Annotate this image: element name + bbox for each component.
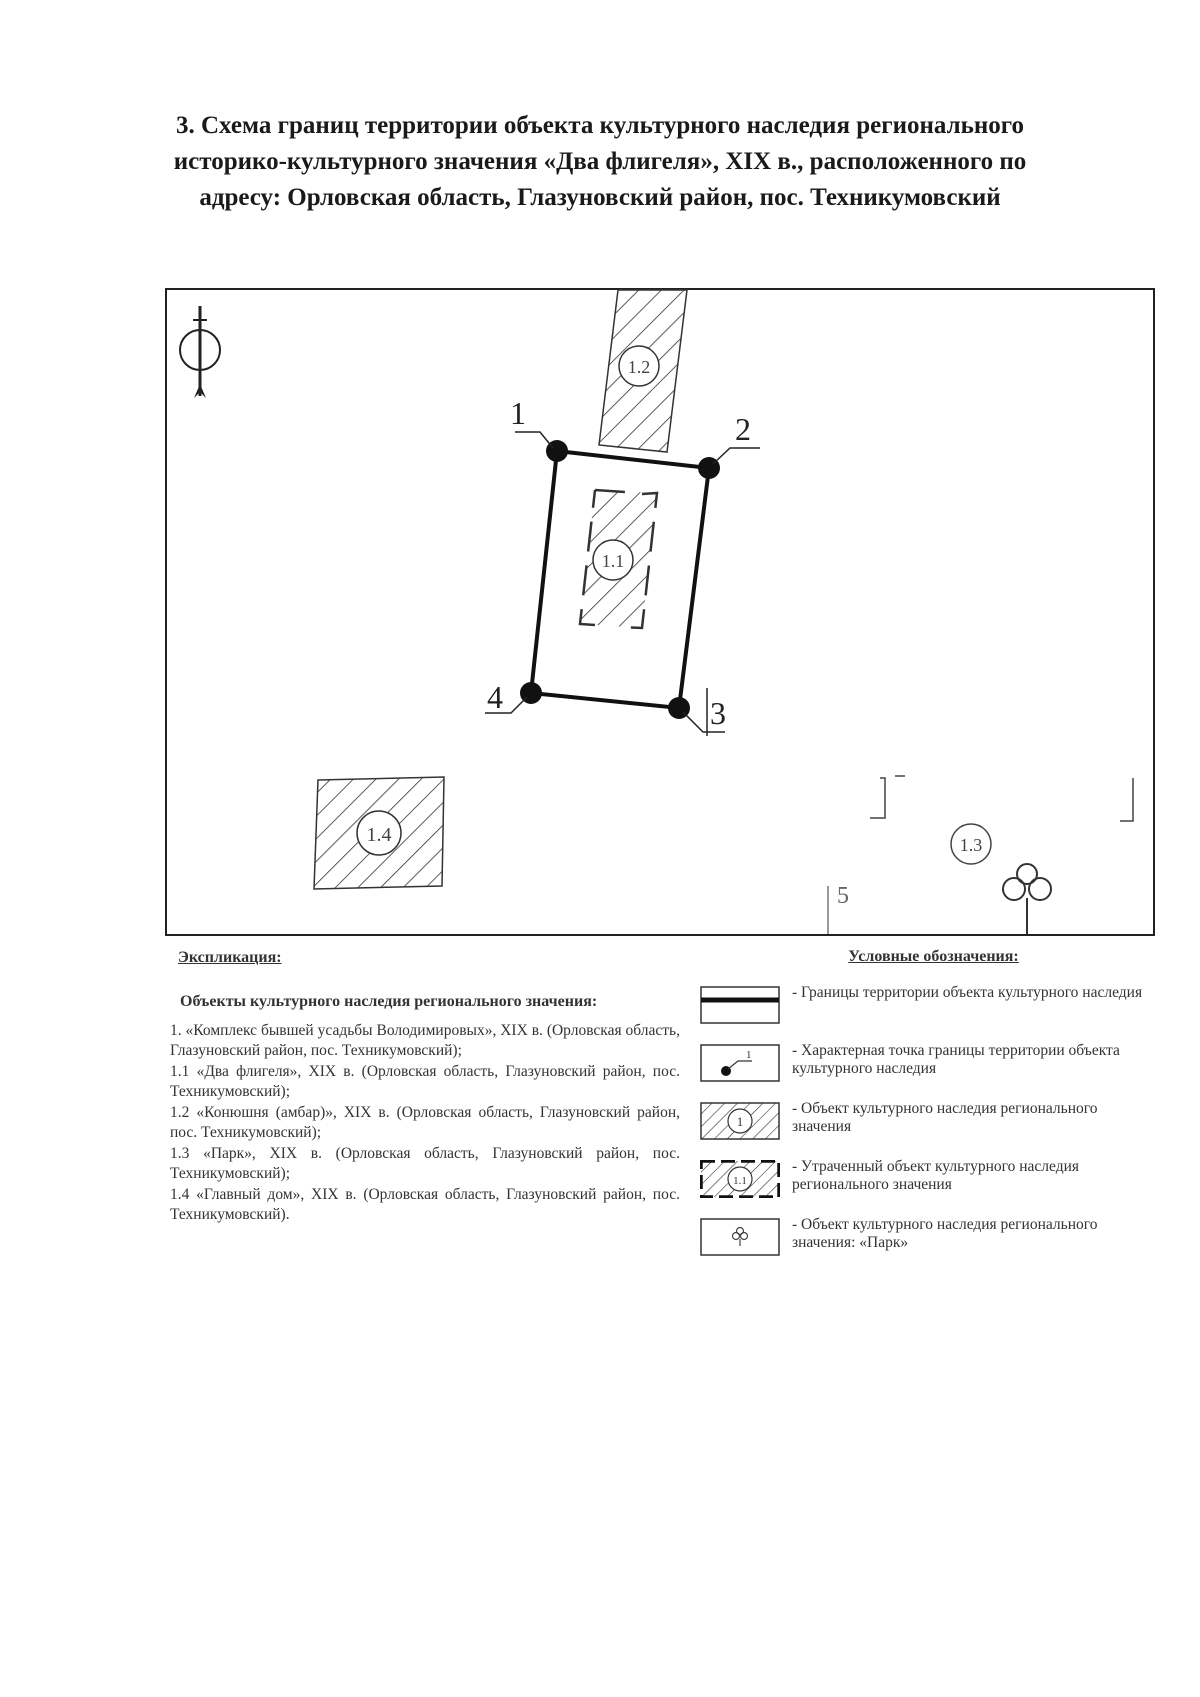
title-line-2: историко-культурного значения «Два флиге… bbox=[173, 148, 1027, 175]
legend-text: - Характерная точка границы территории о… bbox=[792, 1042, 1120, 1077]
legend-text: - Объект культурного наследия региональн… bbox=[792, 1100, 1098, 1135]
boundary-point-label-1: 1 bbox=[510, 395, 526, 431]
boundary-line-icon bbox=[700, 986, 780, 1024]
boundary-point-icon: 1 bbox=[700, 1044, 780, 1082]
legend-point-label: 1 bbox=[746, 1049, 752, 1061]
legend-item-boundary: - Границы территории объекта культурного… bbox=[700, 984, 1155, 1036]
explication-heading: Экспликация: bbox=[178, 949, 282, 966]
boundary-point-4: 4 bbox=[485, 679, 542, 715]
object-label-1-2: 1.2 bbox=[628, 357, 651, 377]
legend-text: - Границы территории объекта культурного… bbox=[792, 984, 1143, 1001]
boundary-point-label-2: 2 bbox=[735, 411, 751, 447]
object-label-1-4: 1.4 bbox=[367, 824, 392, 846]
legend-text: - Утраченный объект культурного наследия… bbox=[792, 1158, 1080, 1193]
boundary-scheme-map: 1.2 1.1 1 2 3 bbox=[165, 288, 1155, 936]
legend-lost-object-label: 1.1 bbox=[733, 1175, 747, 1187]
legend-item-point: 1 - Характерная точка границы территории… bbox=[700, 1042, 1155, 1094]
map-frame bbox=[165, 288, 1155, 936]
legend: Условные обозначения: - Границы территор… bbox=[700, 948, 1155, 1268]
legend-object-label: 1 bbox=[737, 1114, 744, 1129]
boundary-point-label-4: 4 bbox=[487, 679, 503, 715]
stray-mark: 5 bbox=[827, 883, 849, 934]
legend-item-park: - Объект культурного наследия региональн… bbox=[700, 1216, 1155, 1268]
legend-text: - Объект культурного наследия региональн… bbox=[792, 1216, 1098, 1251]
tree-icon bbox=[1002, 863, 1052, 934]
object-1-1: 1.1 bbox=[578, 488, 659, 630]
list-item: 1.1 «Два флигеля», XIX в. (Орловская обл… bbox=[170, 1063, 680, 1100]
object-1-3: 1.3 bbox=[870, 775, 1134, 865]
explication-subheading: Объекты культурного наследия регионально… bbox=[180, 993, 598, 1010]
boundary-point-3: 3 bbox=[668, 688, 726, 736]
boundary-point-1: 1 bbox=[510, 395, 568, 462]
boundary-point-2: 2 bbox=[698, 411, 760, 479]
hatched-object-icon: 1 bbox=[700, 1102, 780, 1140]
park-icon bbox=[700, 1218, 780, 1256]
list-item: 1.4 «Главный дом», XIX в. (Орловская обл… bbox=[170, 1186, 680, 1223]
page-title: 3. Схема границ территории объекта культ… bbox=[150, 108, 1050, 216]
object-1-4: 1.4 bbox=[313, 776, 445, 890]
stray-mark-label: 5 bbox=[837, 883, 849, 909]
list-item: 1. «Комплекс бывшей усадьбы Володимировы… bbox=[170, 1022, 680, 1059]
lost-object-icon: 1.1 bbox=[700, 1160, 780, 1198]
boundary-point-label-3: 3 bbox=[710, 695, 726, 731]
legend-item-lost-object: 1.1 - Утраченный объект культурного насл… bbox=[700, 1158, 1155, 1210]
title-line-3: адресу: Орловская область, Глазуновский … bbox=[199, 184, 1001, 211]
north-arrow-icon bbox=[179, 306, 221, 398]
title-line-1: 3. Схема границ территории объекта культ… bbox=[176, 112, 1024, 139]
list-item: 1.3 «Парк», XIX в. (Орловская область, Г… bbox=[170, 1145, 680, 1182]
explication-list: 1. «Комплекс бывшей усадьбы Володимировы… bbox=[170, 1021, 680, 1225]
object-label-1-3: 1.3 bbox=[960, 835, 983, 855]
legend-item-object: 1 - Объект культурного наследия регионал… bbox=[700, 1100, 1155, 1152]
explication: Экспликация: Объекты культурного наследи… bbox=[170, 948, 680, 1226]
legend-heading: Условные обозначения: bbox=[848, 948, 1019, 965]
object-1-2: 1.2 bbox=[598, 289, 688, 453]
object-label-1-1: 1.1 bbox=[602, 551, 625, 571]
list-item: 1.2 «Конюшня (амбар)», XIX в. (Орловская… bbox=[170, 1104, 680, 1141]
map-canvas: 1.2 1.1 1 2 3 bbox=[165, 288, 1155, 936]
